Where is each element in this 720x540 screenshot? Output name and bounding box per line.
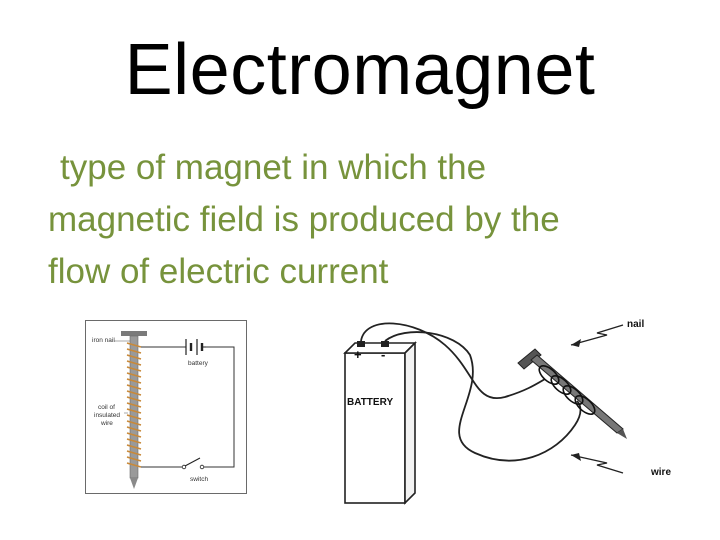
label-pointers: [114, 340, 130, 414]
battery-nail-diagram: + - BATTERY nail wire: [335, 305, 695, 505]
label-switch: switch: [190, 476, 208, 483]
slide-title: Electromagnet: [124, 30, 596, 110]
label-minus: -: [381, 347, 385, 362]
battery-box: [343, 341, 417, 505]
electromagnet-circuit-diagram: iron nail battery coil of insulated wire…: [85, 320, 247, 494]
label-battery-text: BATTERY: [347, 397, 393, 408]
wire-coil: [538, 365, 596, 415]
circuit-diagram-svg: iron nail battery coil of insulated wire…: [92, 331, 235, 489]
nail-tip: [130, 478, 138, 489]
label-plus: +: [354, 347, 362, 362]
switch-symbol: [181, 457, 205, 470]
label-coil-1: coil of: [98, 404, 115, 411]
nail-arrow-head: [571, 339, 581, 347]
label-arrows: [570, 324, 624, 474]
wire-arrow-head: [571, 453, 581, 461]
label-coil-2: insulated: [94, 412, 120, 419]
label-coil-3: wire: [100, 420, 113, 427]
label-nail: nail: [627, 319, 644, 330]
label-battery: battery: [188, 360, 209, 367]
body-line-2: magnetic field is produced by the: [48, 200, 560, 239]
battery-symbol: [185, 339, 206, 355]
body-line-3: flow of electric current: [48, 252, 389, 291]
body-line-1: type of magnet in which the: [60, 148, 487, 187]
circuit-wires: [141, 346, 235, 468]
nail-head: [121, 331, 147, 336]
battery-nail-svg: + - BATTERY nail wire: [343, 319, 671, 505]
label-wire: wire: [650, 467, 671, 478]
nail: [517, 348, 627, 439]
slide-body-text: type of magnet in which the magnetic fie…: [48, 142, 688, 298]
battery-wires: [360, 322, 582, 462]
label-iron-nail: iron nail: [92, 337, 115, 344]
coil-of-wire: [126, 342, 142, 468]
